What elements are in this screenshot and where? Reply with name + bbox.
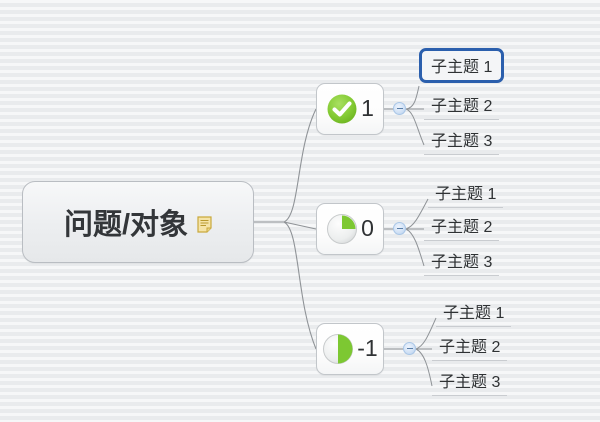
note-icon [197,215,212,233]
collapse-toggle-branch-1[interactable] [393,102,406,115]
root-node-label: 问题/对象 [63,209,189,241]
subtopic-leaf[interactable]: 子主题 1 [419,48,505,83]
root-node[interactable]: 问题/对象 [22,181,254,263]
subtopic-leaf[interactable]: 子主题 2 [432,331,508,361]
branch-node-1[interactable]: 1 [316,83,384,135]
subtopic-leaf[interactable]: 子主题 1 [436,297,512,327]
subtopic-leaf[interactable]: 子主题 2 [424,90,500,120]
branch-value-1: 1 [361,94,374,121]
pie-half-icon [322,333,354,365]
branch-value-2: 0 [361,214,374,241]
collapse-toggle-branch-3[interactable] [403,342,416,355]
check-circle-icon [326,93,358,125]
branch-node-2[interactable]: 0 [316,203,384,255]
branch-value-3: -1 [357,334,378,361]
subtopic-leaf[interactable]: 子主题 3 [424,125,500,155]
subtopic-leaf[interactable]: 子主题 3 [424,246,500,276]
subtopic-leaf[interactable]: 子主题 1 [428,178,504,208]
subtopic-leaf[interactable]: 子主题 3 [432,366,508,396]
pie-quarter-icon [326,213,358,245]
collapse-toggle-branch-2[interactable] [393,222,406,235]
subtopic-leaf[interactable]: 子主题 2 [424,211,500,241]
branch-node-3[interactable]: -1 [316,323,384,375]
